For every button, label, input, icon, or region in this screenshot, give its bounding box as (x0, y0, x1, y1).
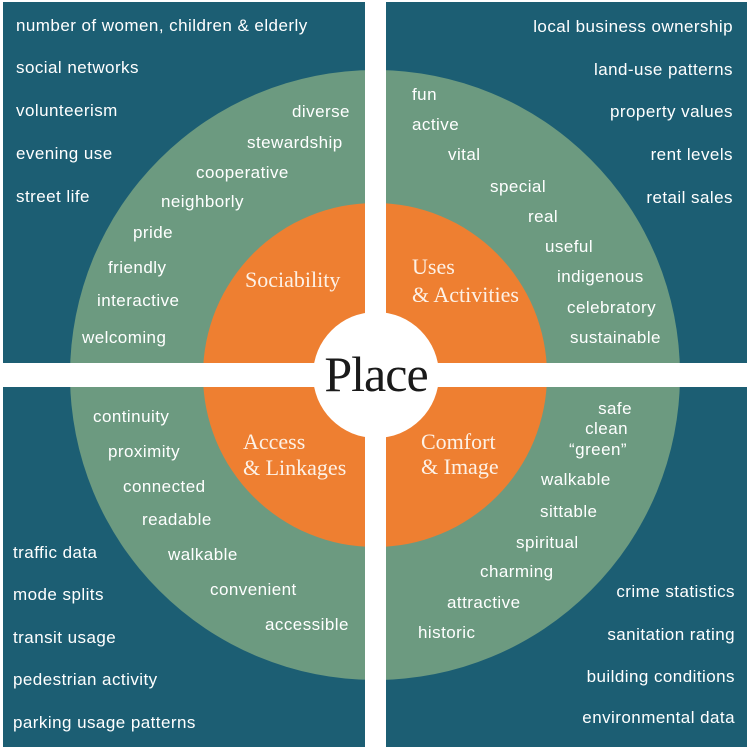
comfort-image-label-line1: Comfort (421, 429, 496, 454)
access-linkages-measurement: transit usage (13, 628, 117, 647)
access-linkages-attribute: proximity (108, 442, 181, 461)
access-linkages-label-line2: & Linkages (243, 455, 347, 480)
sociability-attribute: stewardship (247, 133, 343, 152)
uses-activities-attribute: celebratory (567, 298, 657, 317)
uses-activities-measurement: local business ownership (533, 17, 733, 36)
comfort-image-attribute: attractive (447, 593, 521, 612)
access-linkages-attribute: accessible (265, 615, 349, 634)
access-linkages-measurement: parking usage patterns (13, 713, 196, 732)
uses-activities-label-line1: Uses (412, 254, 455, 279)
comfort-image-measurement: building conditions (586, 667, 735, 686)
comfort-image-attribute: historic (418, 623, 476, 642)
center-title: Place (324, 346, 428, 402)
sociability-attribute: interactive (97, 291, 180, 310)
uses-activities-attribute: useful (545, 237, 594, 256)
access-linkages-measurement: traffic data (13, 543, 98, 562)
uses-activities-attribute: vital (448, 145, 481, 164)
uses-activities-attribute: special (490, 177, 547, 196)
sociability-measurement: street life (16, 187, 90, 206)
comfort-image-attribute: walkable (541, 470, 611, 489)
comfort-image-attribute: spiritual (516, 533, 579, 552)
access-linkages-attribute: connected (123, 477, 206, 496)
sociability-attribute: neighborly (161, 192, 244, 211)
uses-activities-attribute: real (528, 207, 559, 226)
uses-activities-measurement: retail sales (646, 188, 733, 207)
uses-activities-attribute: indigenous (557, 267, 644, 286)
comfort-image-attribute: safe (598, 399, 632, 418)
comfort-image-attribute: clean (585, 419, 628, 438)
uses-activities-label-line2: & Activities (412, 282, 519, 307)
sociability-attribute: friendly (108, 258, 167, 277)
access-linkages-attribute: walkable (168, 545, 238, 564)
comfort-image-label-line2: & Image (421, 454, 499, 479)
access-linkages-attribute: continuity (93, 407, 170, 426)
uses-activities-attribute: sustainable (570, 328, 661, 347)
comfort-image-attribute: charming (480, 562, 554, 581)
access-linkages-measurement: pedestrian activity (13, 670, 158, 689)
uses-activities-attribute: active (412, 115, 460, 134)
sociability-measurement: social networks (16, 58, 139, 77)
sociability-attribute: cooperative (196, 163, 289, 182)
comfort-image-measurement: crime statistics (616, 582, 735, 601)
comfort-image-measurement: environmental data (582, 708, 735, 727)
sociability-measurement: number of women, children & elderly (16, 16, 308, 35)
access-linkages-attribute: readable (142, 510, 212, 529)
comfort-image-measurement: sanitation rating (607, 625, 735, 644)
comfort-image-attribute: “green” (569, 440, 627, 459)
access-linkages-measurement: mode splits (13, 585, 104, 604)
center-circle (313, 312, 439, 438)
sociability-attribute: welcoming (82, 328, 167, 347)
sociability-label: Sociability (245, 267, 341, 292)
uses-activities-measurement: rent levels (650, 145, 733, 164)
access-linkages-attribute: convenient (210, 580, 297, 599)
sociability-attribute: pride (133, 223, 174, 242)
uses-activities-attribute: fun (412, 85, 437, 104)
access-linkages-label-line1: Access (243, 429, 306, 454)
comfort-image-attribute: sittable (540, 502, 598, 521)
sociability-attribute: diverse (292, 102, 350, 121)
sociability-measurement: volunteerism (16, 101, 118, 120)
uses-activities-measurement: property values (610, 102, 733, 121)
sociability-measurement: evening use (16, 144, 113, 163)
uses-activities-measurement: land-use patterns (593, 60, 733, 79)
